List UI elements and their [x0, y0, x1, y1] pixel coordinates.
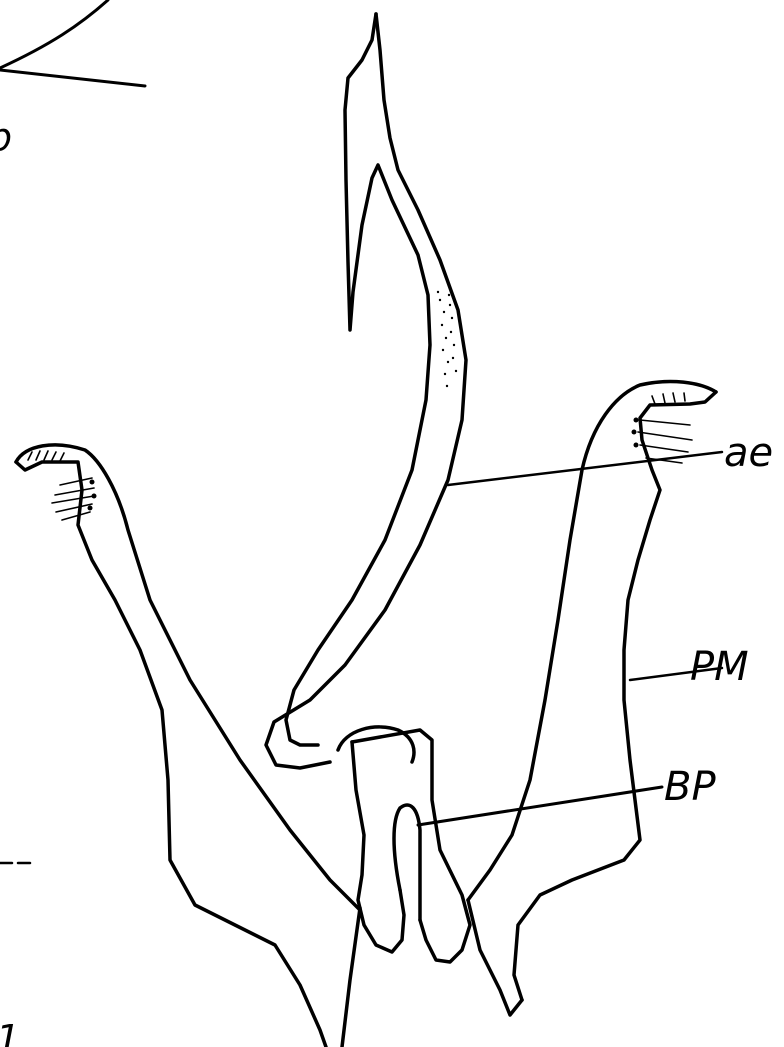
label-pm: PM	[690, 644, 749, 690]
right-paramere	[468, 381, 716, 1015]
adjacent-figure-fragment	[0, 0, 145, 86]
plate-number: 1	[0, 1017, 20, 1047]
label-fragment-letter: b	[0, 115, 12, 159]
label-ae: ae	[724, 430, 773, 476]
aedeagus	[266, 14, 466, 768]
aedeagus-stippling	[437, 291, 457, 387]
leader-lines	[0, 452, 722, 863]
label-bp: BP	[664, 764, 716, 810]
